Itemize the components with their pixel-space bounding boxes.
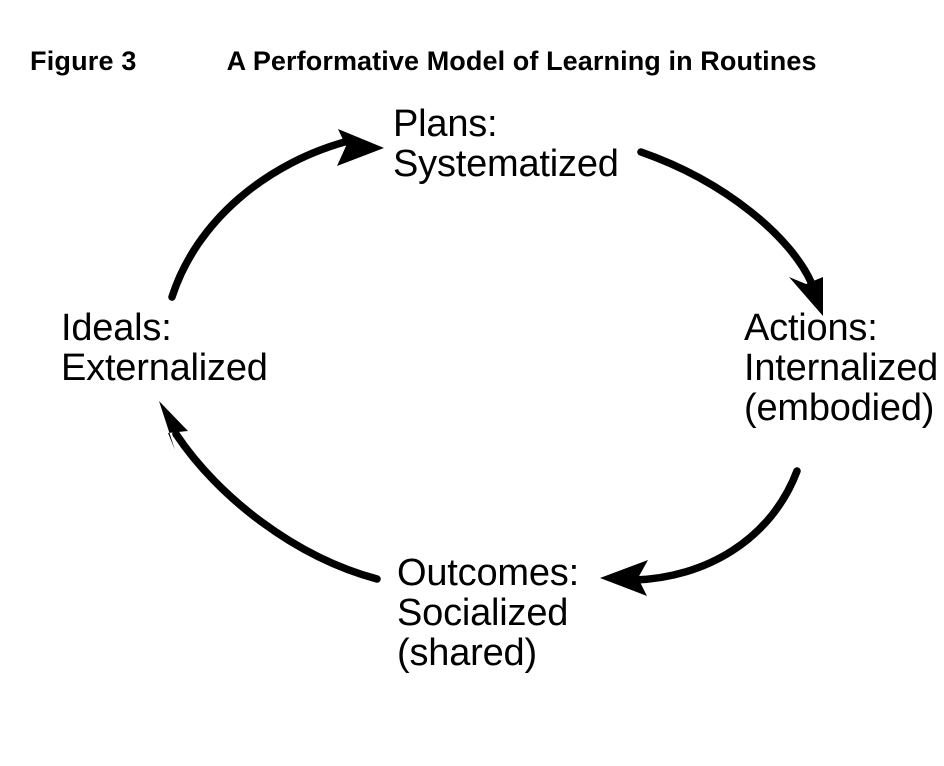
arrow-ideals-to-plans bbox=[168, 129, 384, 301]
cycle-node-plans-line-1: Plans: bbox=[393, 103, 498, 145]
arrowhead-outcomes bbox=[600, 560, 648, 596]
arc-outcomes-to-ideals bbox=[172, 430, 381, 583]
arc-actions-to-outcomes bbox=[630, 467, 801, 584]
cycle-node-actions-line-2: Internalized bbox=[744, 347, 939, 389]
arrow-actions-to-outcomes bbox=[600, 467, 801, 596]
cycle-node-actions-line-1: Actions: bbox=[744, 307, 878, 349]
arrowhead-ideals bbox=[159, 401, 188, 450]
arrow-plans-to-actions bbox=[637, 148, 823, 316]
arc-plans-to-actions bbox=[637, 148, 815, 286]
cycle-node-plans: Plans: Systematized bbox=[393, 104, 619, 184]
figure-title: A Performative Model of Learning in Rout… bbox=[226, 46, 817, 76]
cycle-node-actions-line-3: (embodied) bbox=[744, 387, 935, 429]
figure-caption: Figure 3 A Performative Model of Learnin… bbox=[30, 48, 817, 75]
arrowhead-actions bbox=[789, 277, 823, 316]
arrowhead-plans bbox=[337, 129, 384, 166]
arrow-outcomes-to-ideals bbox=[159, 401, 381, 583]
cycle-node-plans-line-2: Systematized bbox=[393, 143, 619, 185]
cycle-node-outcomes-line-1: Outcomes: bbox=[397, 552, 579, 594]
figure-number-label: Figure 3 bbox=[30, 46, 137, 76]
cycle-node-ideals-line-2: Externalized bbox=[61, 347, 268, 389]
cycle-node-ideals-line-1: Ideals: bbox=[61, 307, 172, 349]
cycle-node-outcomes-line-3: (shared) bbox=[397, 632, 537, 674]
cycle-node-outcomes-line-2: Socialized bbox=[397, 592, 569, 634]
cycle-node-actions: Actions: Internalized (embodied) bbox=[744, 308, 938, 428]
cycle-node-outcomes: Outcomes: Socialized (shared) bbox=[397, 553, 579, 673]
cycle-node-ideals: Ideals: Externalized bbox=[61, 308, 268, 388]
arc-ideals-to-plans bbox=[168, 136, 356, 301]
